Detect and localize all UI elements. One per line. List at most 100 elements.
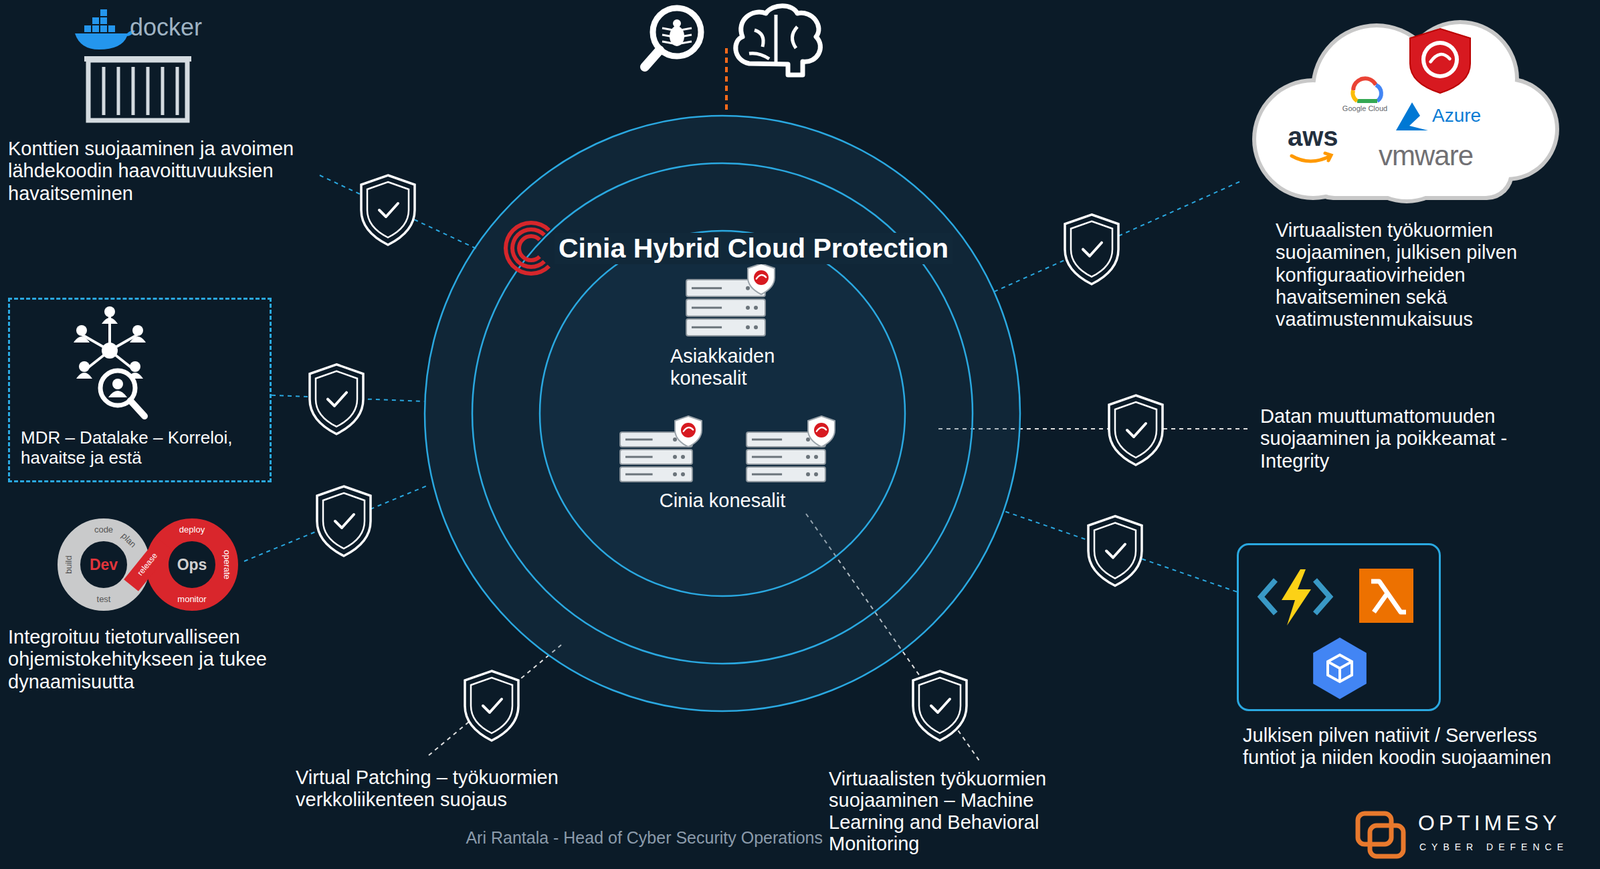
node-text: Julkisen pilven natiivit / Serverless fu… (1242, 724, 1591, 770)
check-mark (931, 698, 950, 713)
ring-label: monitor (177, 594, 207, 605)
node-text: Google Cloud (1329, 104, 1400, 114)
leader-line (319, 175, 480, 251)
gcp-cube (1327, 654, 1352, 682)
shield-outline (464, 670, 519, 741)
logo-square (1369, 825, 1404, 857)
trend-ball (753, 270, 769, 285)
cloud-shape-outline (1239, 15, 1562, 205)
node-text: vmware (1378, 139, 1473, 172)
ring-label: test (96, 594, 112, 605)
server-unit (686, 319, 766, 336)
devops-loop (68, 529, 227, 600)
server-led (753, 305, 758, 310)
ops-ring (157, 529, 227, 600)
caption-text: docker (129, 13, 203, 41)
shield-icon (913, 670, 967, 741)
server-unit (746, 449, 826, 465)
function-bracket (1315, 579, 1330, 614)
shield-outline (317, 486, 371, 556)
node-text: Cinia konesalit (622, 489, 823, 512)
serverless-box-outline (1238, 545, 1443, 714)
person-head (78, 361, 90, 372)
bug-leg (676, 34, 692, 38)
aws-smile (1291, 153, 1332, 162)
server-led (814, 454, 819, 459)
container-rib (161, 66, 165, 116)
container-top (84, 56, 192, 62)
server-led (806, 454, 811, 459)
gcp-hexagon (1313, 637, 1367, 699)
server-unit (620, 449, 693, 465)
shield-inner (919, 677, 961, 734)
server-led (672, 472, 677, 477)
dev-ring (68, 529, 139, 600)
datacenter-circle: Asiakkaiden konesalitCinia konesalit (539, 230, 906, 597)
function-bolt (1281, 569, 1312, 626)
server-slot (691, 286, 722, 289)
trend-swirl (756, 274, 766, 279)
check-mark (327, 392, 347, 407)
server-led (745, 286, 750, 291)
caption-text: OPTIMESY (1418, 810, 1561, 836)
docker-crate (92, 17, 99, 25)
badge-shield (747, 263, 775, 295)
person-body (73, 336, 90, 343)
trend-ball (680, 422, 696, 438)
trend-ring (1421, 40, 1459, 79)
dashed-connector (1004, 511, 1237, 592)
server-led (806, 472, 811, 477)
trend-ball (1425, 44, 1455, 75)
server-led (680, 454, 685, 459)
check-mark (1082, 242, 1102, 257)
shield-icon (464, 670, 519, 741)
analyst-body (108, 390, 128, 398)
shield-icon (309, 364, 364, 435)
leader-line (244, 484, 429, 562)
trend-swirl (683, 427, 693, 432)
server-led (672, 437, 677, 442)
trend-swirl (1430, 54, 1451, 62)
leader-line (428, 644, 562, 756)
server-led (753, 325, 758, 330)
server-unit (686, 298, 766, 316)
inner-ring (539, 230, 906, 596)
person-body (101, 317, 118, 324)
azure-icon (1395, 102, 1429, 131)
shield-outline (309, 364, 364, 435)
server-slot (625, 456, 653, 459)
person-body (129, 336, 146, 343)
shield-inner (1115, 402, 1157, 458)
google-cloud-icon (1352, 90, 1358, 102)
docker-crate (100, 9, 108, 17)
shield-outline (1064, 214, 1119, 285)
docker-crate (108, 25, 116, 33)
ring-label: build (64, 555, 75, 574)
shield-outline (1088, 516, 1142, 586)
container-icon (84, 58, 192, 121)
caption-text: Integroituu tietoturvalliseen ohjemistok… (8, 626, 276, 693)
ring-label: plan (119, 531, 138, 550)
shield-outline (1109, 395, 1163, 465)
node-text: Asiakkaiden konesalit (670, 345, 818, 390)
datacenter-circle-outline (539, 230, 906, 597)
threat-icons (644, 6, 821, 75)
google-cloud-icon (1375, 84, 1382, 102)
shield-inner (315, 371, 358, 427)
shield-outline (361, 175, 415, 245)
search-handle (130, 400, 145, 417)
person-head (76, 325, 87, 336)
server-led (745, 325, 750, 330)
server-led (806, 437, 811, 442)
container-rib (175, 66, 180, 116)
bug-leg (662, 34, 677, 38)
shield-inner (367, 181, 409, 238)
optimesy-mark (1357, 813, 1404, 857)
ring-label: Dev (89, 555, 118, 574)
cloud-shape: Google CloudAzureawsvmwareVirtuaalisten … (1239, 15, 1562, 205)
container-body (88, 60, 188, 121)
server-slot (751, 473, 782, 476)
shield-inner (323, 492, 365, 549)
